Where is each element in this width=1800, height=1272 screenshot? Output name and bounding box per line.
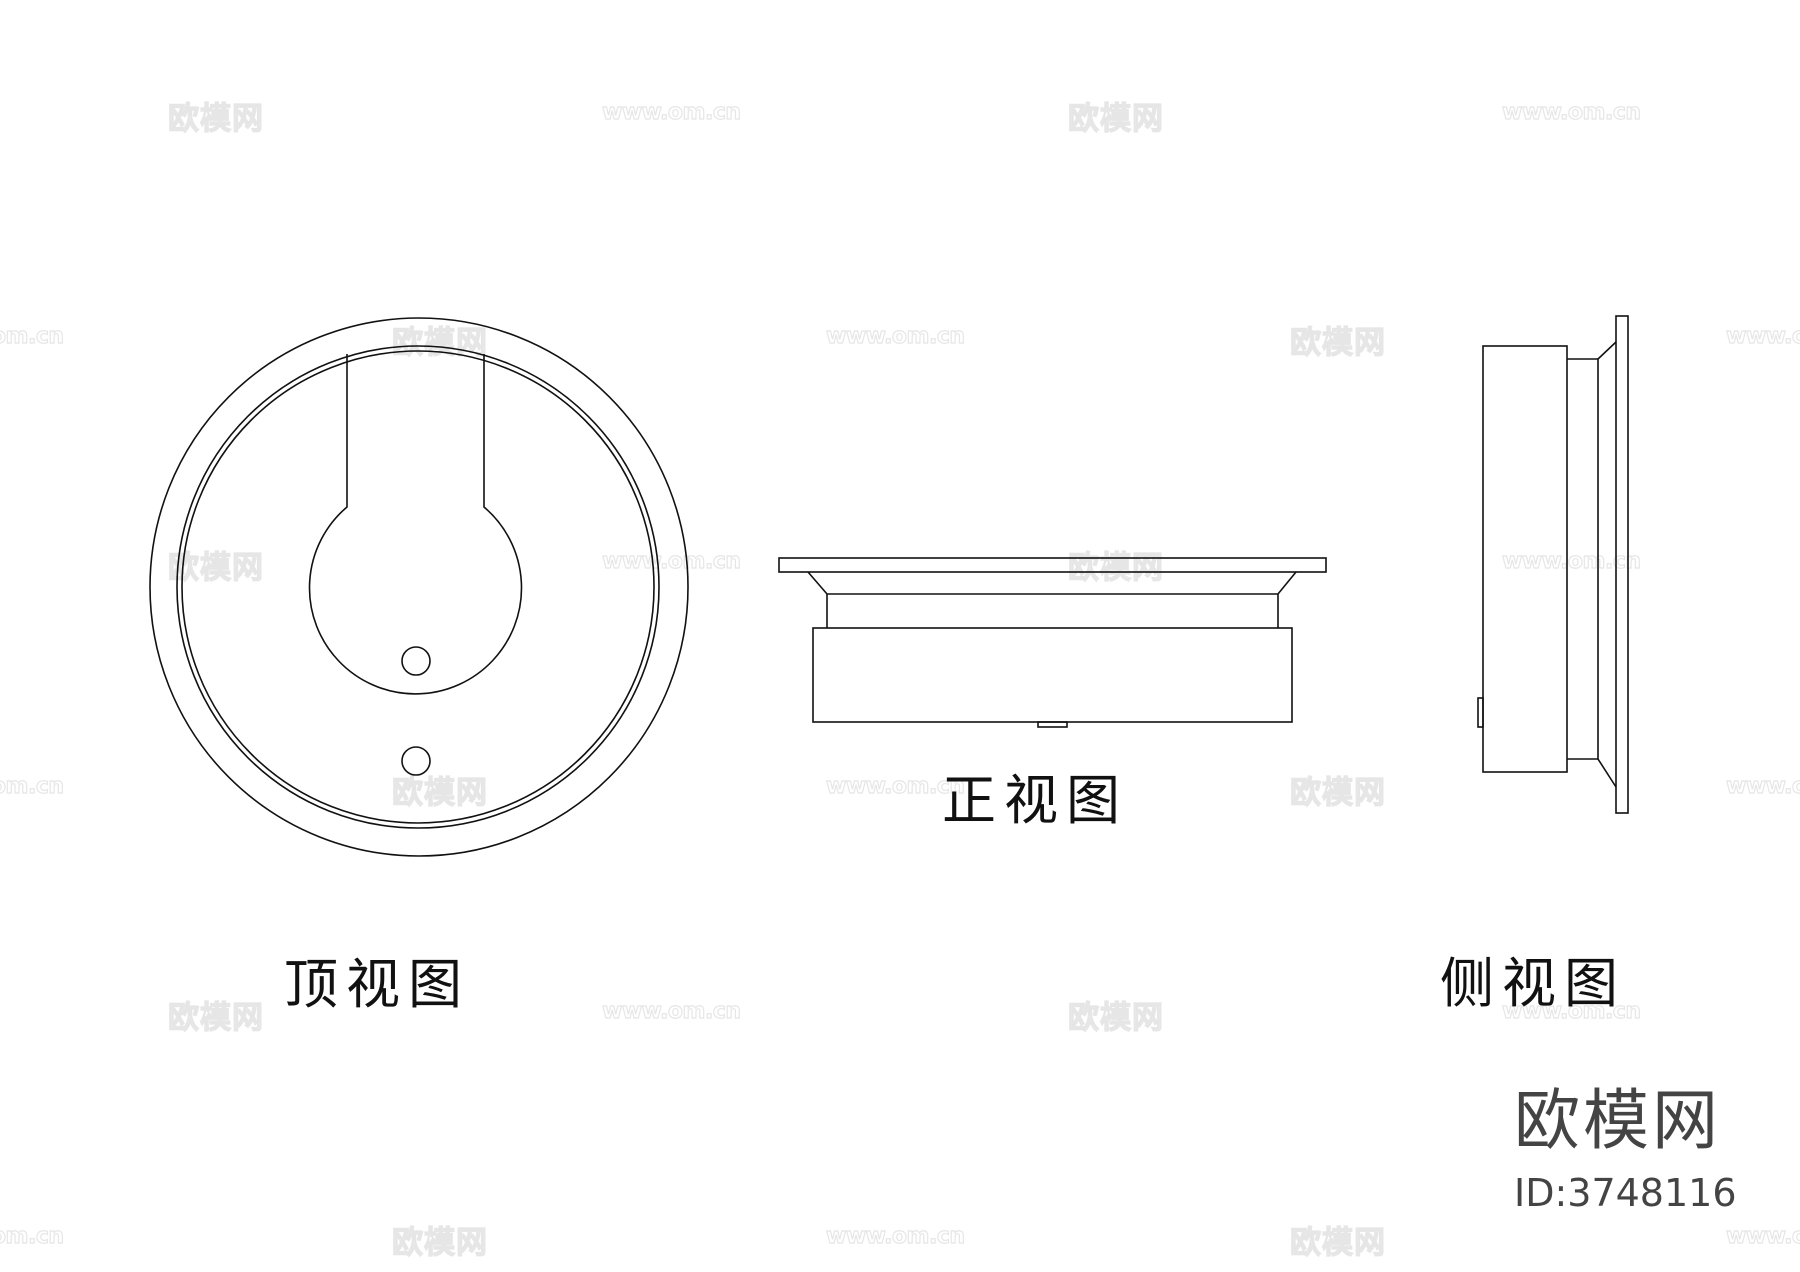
inner-ring-circle-2 bbox=[181, 350, 655, 824]
front-flare bbox=[807, 571, 1297, 595]
top-view bbox=[149, 317, 689, 857]
mounting-hole-upper bbox=[401, 646, 431, 676]
outer-rim-circle bbox=[149, 317, 689, 857]
front-plate bbox=[778, 557, 1327, 573]
side-view-label: 侧视图 bbox=[1440, 952, 1626, 1015]
brand-logo-text: 欧模网 bbox=[1514, 1082, 1721, 1159]
side-neck bbox=[1567, 358, 1598, 760]
front-tab bbox=[1037, 721, 1068, 728]
side-plate bbox=[1615, 315, 1629, 814]
front-view bbox=[778, 557, 1327, 728]
keyhole-cutout bbox=[308, 354, 523, 695]
model-id-text: ID:3748116 bbox=[1514, 1171, 1737, 1215]
side-body bbox=[1482, 345, 1568, 773]
front-view-label: 正视图 bbox=[942, 769, 1128, 832]
top-view-label: 顶视图 bbox=[284, 953, 470, 1016]
side-view bbox=[1477, 315, 1629, 814]
front-neck bbox=[826, 594, 1279, 628]
side-tab bbox=[1477, 697, 1484, 728]
inner-ring-circle bbox=[176, 345, 660, 829]
front-body bbox=[812, 627, 1293, 723]
mounting-hole-lower bbox=[401, 746, 431, 776]
side-flare bbox=[1597, 341, 1617, 788]
